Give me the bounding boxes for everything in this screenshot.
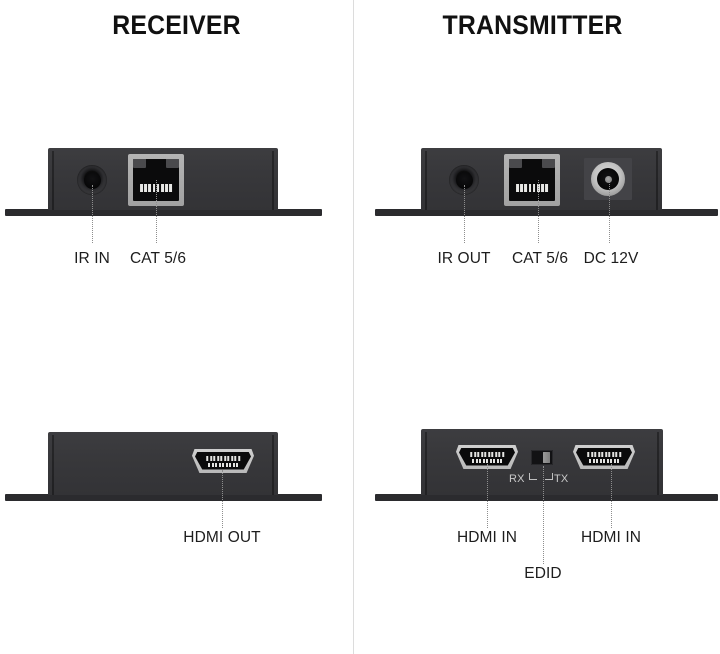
callout-ir-out: IR OUT — [437, 250, 491, 267]
dc-12v-recess — [584, 158, 632, 200]
receiver-rear-base-bar — [5, 494, 322, 501]
rx-bracket-icon — [529, 473, 537, 480]
receiver-title: RECEIVER — [112, 10, 241, 40]
transmitter-front-body — [421, 148, 662, 210]
rj45-contacts — [516, 184, 548, 192]
dc-12v-barrel — [597, 168, 619, 190]
leader-cat56-transmitter — [538, 180, 539, 243]
leader-hdmi-out — [222, 470, 223, 528]
leader-cat56-receiver — [156, 180, 157, 243]
callout-hdmi-in-right: HDMI IN — [580, 529, 642, 546]
callout-hdmi-in-left: HDMI IN — [456, 529, 518, 546]
transmitter-title: TRANSMITTER — [442, 10, 623, 40]
callout-ir-in: IR IN — [74, 250, 110, 267]
callout-cat56-receiver: CAT 5/6 — [129, 250, 187, 267]
panel-divider — [353, 0, 354, 654]
ir-out-jack-hole — [455, 171, 473, 189]
rj45-shoulder-right — [542, 159, 555, 168]
panel-receiver: RECEIVER IR IN CAT 5 — [0, 0, 353, 654]
callout-edid: EDID — [524, 565, 562, 582]
hdmi-in-left-cavity — [459, 448, 515, 466]
hdmi-in-right-contacts-lower — [589, 458, 619, 463]
receiver-front-body — [48, 148, 278, 210]
transmitter-front-base-bar — [375, 209, 718, 216]
hdmi-in-right-cavity — [576, 448, 632, 466]
leader-hdmi-in-left — [487, 464, 488, 528]
hdmi-in-left-contacts-upper — [470, 452, 504, 457]
leader-ir-out — [464, 185, 465, 243]
rj45-cavity — [509, 159, 555, 201]
edid-switch-slider[interactable] — [543, 452, 550, 463]
dc-12v-jack[interactable] — [591, 162, 625, 196]
hdmi-in-right-contacts-upper — [587, 452, 621, 457]
panel-transmitter: TRANSMITTER — [353, 0, 720, 654]
receiver-front-base-bar — [5, 209, 322, 216]
callout-hdmi-out: HDMI OUT — [183, 529, 261, 546]
receiver-rear-body — [48, 432, 278, 495]
leader-edid — [543, 466, 544, 564]
tx-bracket-icon — [545, 473, 553, 480]
ir-in-jack-hole — [83, 171, 101, 189]
hdmi-in-port-right[interactable] — [573, 445, 635, 469]
leader-hdmi-in-right — [611, 464, 612, 528]
callout-dc-12v: DC 12V — [583, 250, 639, 267]
leader-dc-12v — [609, 182, 610, 243]
rj45-shoulder-left — [509, 159, 522, 168]
callout-cat56-transmitter: CAT 5/6 — [511, 250, 569, 267]
hdmi-out-port[interactable] — [192, 449, 254, 473]
dc-12v-center-pin — [604, 175, 612, 183]
leader-ir-in — [92, 185, 93, 243]
hdmi-out-cavity — [195, 452, 251, 470]
hdmi-out-contacts-upper — [206, 456, 240, 461]
cat56-port-transmitter[interactable] — [504, 154, 560, 206]
transmitter-rear-base-bar — [375, 494, 718, 501]
hdmi-out-contacts-lower — [208, 462, 238, 467]
hdmi-in-left-contacts-lower — [472, 458, 502, 463]
rj45-contacts — [140, 184, 172, 192]
rx-mark-label: RX — [509, 473, 525, 485]
rj45-shoulder-right — [166, 159, 179, 168]
rj45-shoulder-left — [133, 159, 146, 168]
tx-mark-label: TX — [554, 473, 569, 485]
transmitter-rear-body: RX TX — [421, 429, 663, 495]
edid-switch[interactable] — [531, 450, 553, 465]
